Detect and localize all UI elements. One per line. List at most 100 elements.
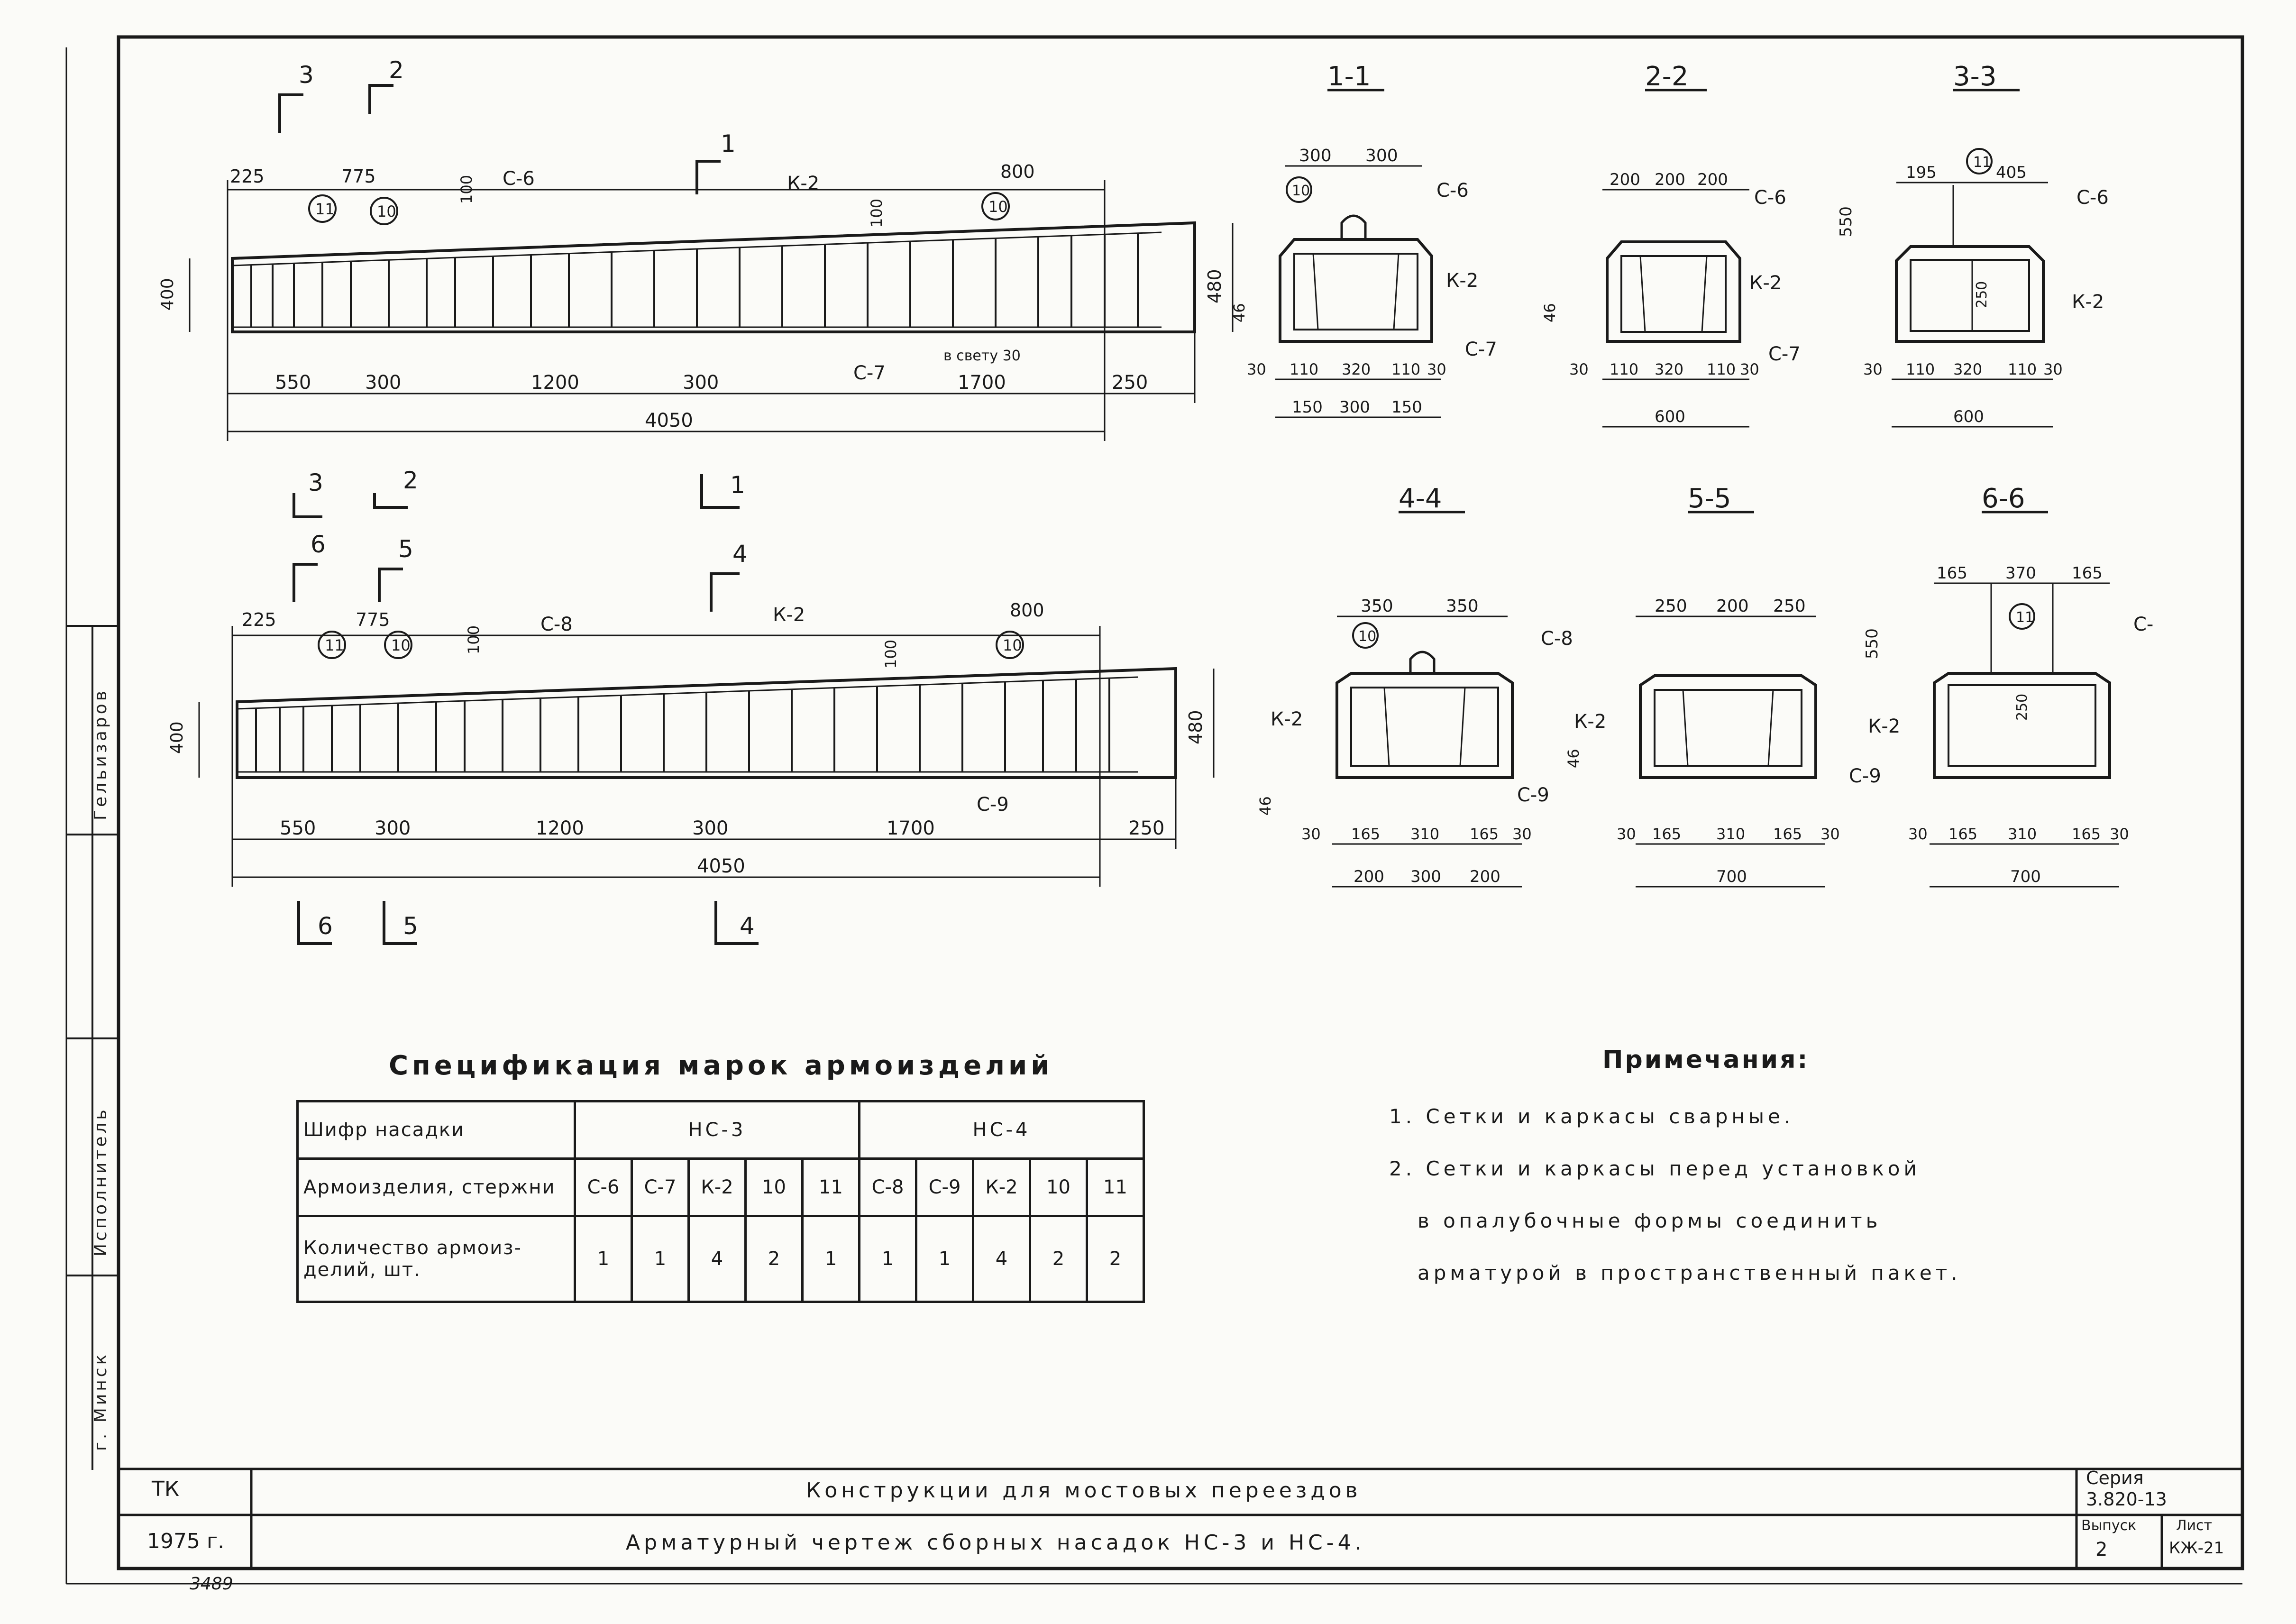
dim: 550: [1837, 206, 1856, 237]
spec-qty: 2: [1029, 1215, 1088, 1303]
dim: 200: [1697, 170, 1728, 189]
label-c7-top: С-7: [853, 362, 886, 384]
spec-row1-label: Шифр насадки: [296, 1100, 576, 1160]
callout: 10: [1358, 628, 1376, 645]
dim: 30: [1569, 360, 1589, 378]
callout-10b-top: [981, 192, 1010, 220]
mark-4b-bottom: 4: [740, 912, 755, 940]
spec-qty: 1: [915, 1215, 974, 1303]
dim-4050-bottom: 4050: [697, 855, 745, 877]
dim: 30: [2110, 825, 2129, 843]
dim: 150: [1391, 398, 1422, 417]
title-block-subtitle: Арматурный чертеж сборных насадок НС-3 и…: [626, 1531, 1365, 1555]
dim: 550: [1863, 628, 1882, 659]
dim: 110: [1906, 360, 1935, 378]
dim-4050-top: 4050: [645, 410, 693, 431]
dim: 200: [1470, 867, 1500, 886]
label-c8-bottom: С-8: [540, 614, 573, 635]
dim-300b-bottom: 300: [692, 817, 728, 839]
label: К-2: [1749, 272, 1782, 294]
spec-item: С-7: [631, 1157, 690, 1217]
callout-10-top: [370, 197, 398, 225]
callout-11-bottom: [318, 631, 346, 659]
dim: 320: [1655, 360, 1683, 378]
dim: 310: [1410, 825, 1439, 843]
dim-775-top: 775: [341, 166, 376, 187]
dim: 110: [2008, 360, 2037, 378]
dim: 700: [1716, 867, 1747, 886]
note-line-1: 1. Сетки и каркасы сварные.: [1389, 1105, 1794, 1128]
spec-qty: 2: [1086, 1215, 1145, 1303]
label: К-2: [1868, 716, 1900, 737]
callout-11-top: [308, 194, 337, 223]
spec-item: 11: [801, 1157, 860, 1217]
callout-10b-text-top: 10: [988, 198, 1008, 216]
dim: 30: [1427, 360, 1446, 378]
spec-row3-label-a: Количество армоиз-: [303, 1237, 522, 1259]
dim: 165: [1937, 564, 1967, 583]
dim-1200-bottom: 1200: [536, 817, 584, 839]
note-line-4: арматурой в пространственный пакет.: [1418, 1261, 1961, 1285]
dim: 46: [1256, 796, 1274, 816]
dim: 30: [1740, 360, 1759, 378]
dim: 46: [1230, 303, 1248, 322]
dim-800-bottom: 800: [1010, 600, 1044, 621]
dim: 110: [1707, 360, 1736, 378]
label: С-6: [1436, 180, 1469, 202]
dim: 600: [1655, 407, 1685, 426]
elevation-bottom: [198, 563, 1215, 945]
dim-300a-bottom: 300: [375, 817, 411, 839]
section-3-3: [1892, 89, 2053, 428]
dim-550-bottom: 550: [280, 817, 316, 839]
spec-item: 11: [1086, 1157, 1145, 1217]
section-title-4-4: 4-4: [1399, 483, 1442, 514]
spec-item: К-2: [972, 1157, 1031, 1217]
spec-qty: 2: [744, 1215, 804, 1303]
dim: 250: [2014, 694, 2031, 721]
dim: 600: [1953, 407, 1984, 426]
spec-row2-label: Армоизделия, стержни: [296, 1157, 576, 1217]
dim-550-top: 550: [275, 372, 311, 394]
dim-250-top: 250: [1112, 372, 1148, 394]
spec-row3-label: Количество армоиз- делий, шт.: [296, 1215, 576, 1303]
label-c9-bottom: С-9: [977, 794, 1009, 816]
section-marks-top: [278, 84, 740, 518]
dim: 310: [2008, 825, 2037, 843]
side-checked: Гельизаров: [91, 688, 110, 820]
dim: 165: [1351, 825, 1380, 843]
dim: 165: [1773, 825, 1802, 843]
dim-100a-top: 100: [457, 175, 476, 204]
label: С-9: [1517, 784, 1549, 806]
dim-1200-top: 1200: [531, 372, 579, 394]
callout: 11: [1973, 154, 1991, 171]
callout-10-text-bottom: 10: [391, 636, 411, 654]
title-block-series-label: Серия: [2086, 1468, 2144, 1488]
dim-300b-top: 300: [683, 372, 719, 394]
spec-qty: 4: [972, 1215, 1031, 1303]
mark-5b-bottom: 5: [403, 912, 418, 940]
dim: 200: [1716, 596, 1749, 616]
spec-qty: 1: [801, 1215, 860, 1303]
callout-11-text-top: 11: [315, 200, 335, 218]
dim: 30: [1512, 825, 1532, 843]
dim: 46: [1564, 749, 1583, 768]
spec-title: Спецификация марок армоизделий: [389, 1050, 1053, 1081]
spec-row3-label-b: делий, шт.: [303, 1259, 421, 1281]
dim: 350: [1361, 596, 1393, 616]
label: К-2: [1271, 708, 1303, 730]
dim: 150: [1292, 398, 1323, 417]
dim-400-bottom: 400: [167, 721, 187, 754]
section-title-3-3: 3-3: [1953, 61, 1996, 92]
label: С-9: [1849, 765, 1881, 787]
sheet-frame: [65, 35, 2244, 1585]
spec-item: К-2: [687, 1157, 747, 1217]
dim: 30: [1908, 825, 1928, 843]
dim: 300: [1339, 398, 1370, 417]
label: С-7: [1768, 343, 1801, 365]
spec-group-ns4: НС-4: [858, 1100, 1145, 1160]
label: С-6: [2076, 187, 2109, 209]
callout-11-text-bottom: 11: [325, 636, 344, 654]
dim-800-top: 800: [1000, 161, 1035, 182]
label: К-2: [1446, 270, 1478, 292]
label: К-2: [1574, 711, 1606, 733]
